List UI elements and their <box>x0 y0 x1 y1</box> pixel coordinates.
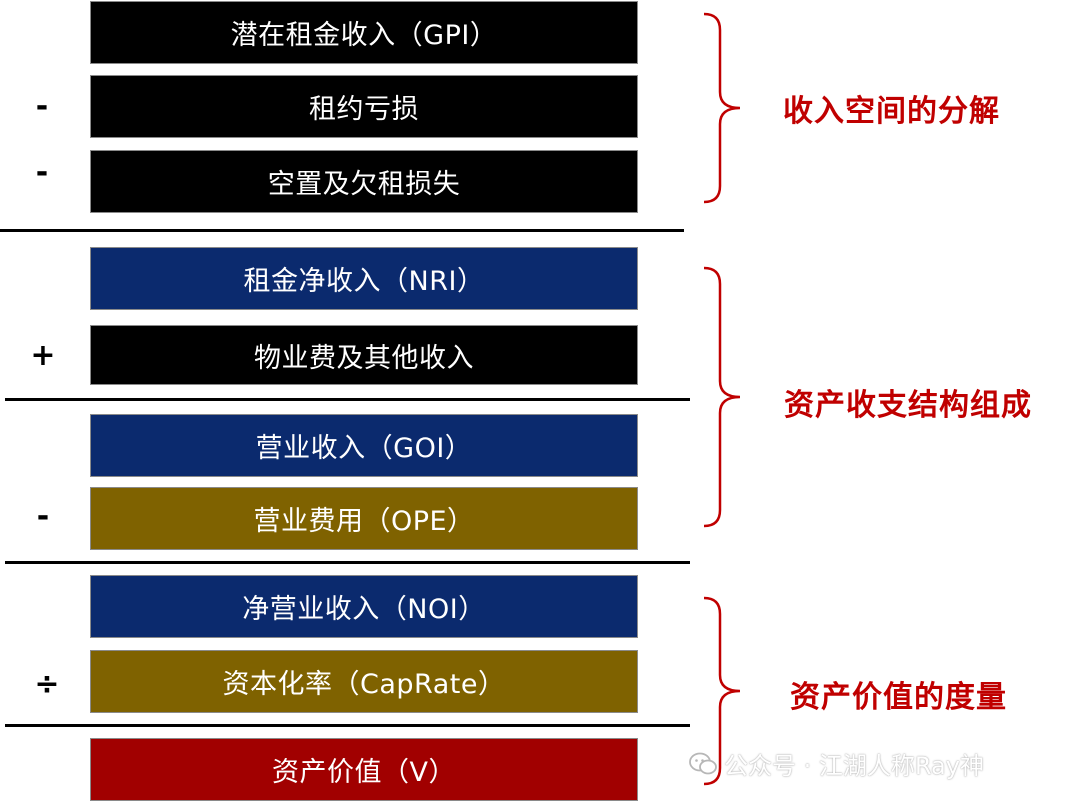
box-lease-loss: 租约亏损 <box>90 75 638 138</box>
box-noi: 净营业收入（NOI） <box>90 575 638 638</box>
box-nri: 租金净收入（NRI） <box>90 247 638 310</box>
brace-asset-valuation <box>703 596 741 786</box>
box-gpi: 潜在租金收入（GPI） <box>90 1 638 64</box>
brace-income-structure <box>703 266 741 528</box>
box-goi: 营业收入（GOI） <box>90 414 638 477</box>
divider-line-3 <box>5 561 690 564</box>
box-asset-value: 资产价值（V） <box>90 738 638 801</box>
divider-line-1 <box>0 229 684 232</box>
watermark: 公众号 · 江湖人称Ray神 <box>688 746 984 781</box>
box-vacancy-loss: 空置及欠租损失 <box>90 150 638 213</box>
box-ope: 营业费用（OPE） <box>90 487 638 550</box>
group-label-income-structure: 资产收支结构组成 <box>784 388 1032 423</box>
operator-plus-other-income: + <box>30 338 56 373</box>
operator-minus-lease-loss: - <box>35 89 49 124</box>
group-label-income-decomposition: 收入空间的分解 <box>783 94 1000 129</box>
operator-minus-vacancy: - <box>35 155 49 190</box>
box-other-income: 物业费及其他收入 <box>90 325 638 385</box>
wechat-icon <box>689 752 717 774</box>
operator-divide-caprate: ÷ <box>34 667 60 702</box>
group-label-asset-valuation: 资产价值的度量 <box>790 680 1007 715</box>
operator-minus-ope: - <box>36 499 50 534</box>
watermark-text: 公众号 · 江湖人称Ray神 <box>724 752 984 780</box>
divider-line-4 <box>5 724 690 727</box>
brace-income-decomposition <box>703 12 741 204</box>
box-caprate: 资本化率（CapRate） <box>90 650 638 713</box>
divider-line-2 <box>5 398 690 401</box>
